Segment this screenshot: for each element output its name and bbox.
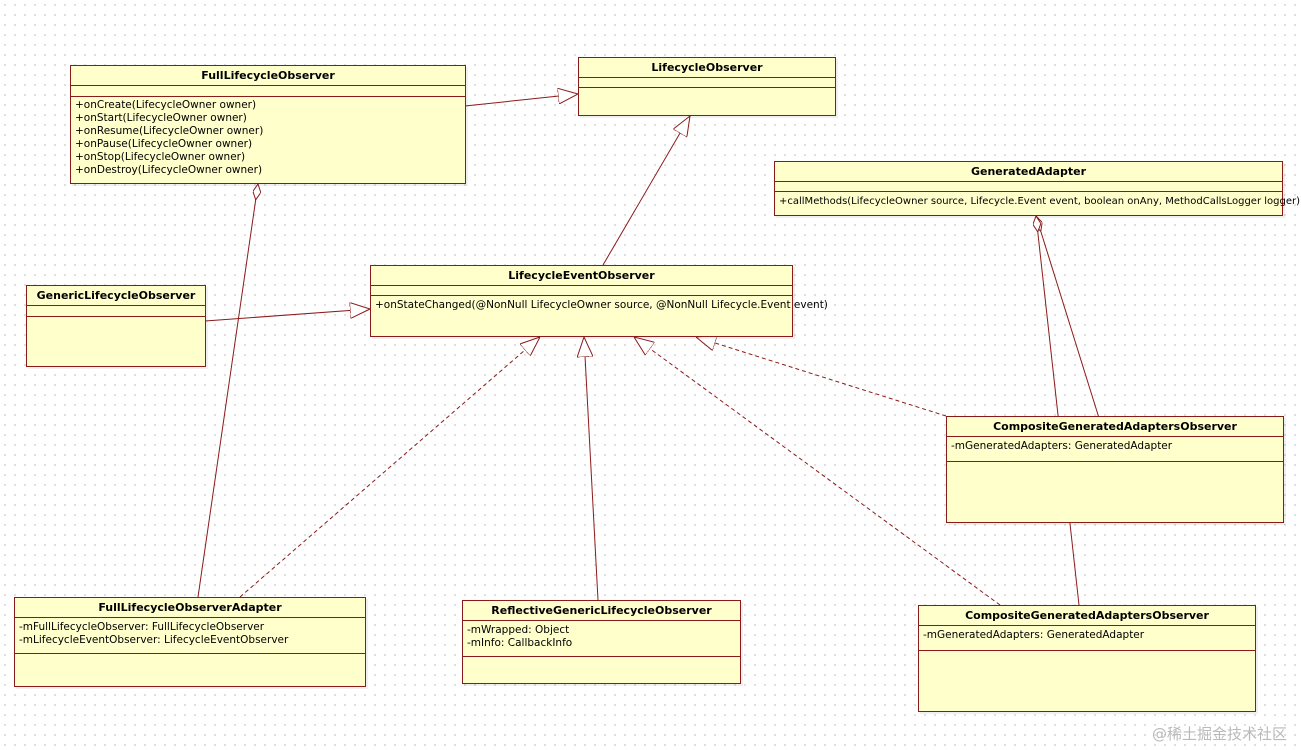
operation-compartment — [919, 651, 1255, 657]
class-generated-adapter[interactable]: GeneratedAdapter +callMethods(LifecycleO… — [774, 161, 1301, 216]
class-name: GeneratedAdapter — [775, 162, 1282, 182]
attribute-mlifecycleeventobserver: -mLifecycleEventObserver: LifecycleEvent… — [19, 634, 289, 646]
operation-onpause: +onPause(LifecycleOwner owner) — [75, 138, 253, 150]
attribute-compartment — [775, 182, 1282, 192]
class-name: LifecycleObserver — [579, 58, 835, 78]
attribute-mgeneratedadapters: -mGeneratedAdapters: GeneratedAdapter — [923, 629, 1145, 641]
operation-compartment — [947, 462, 1283, 468]
attribute-mwrapped: -mWrapped: Object — [467, 624, 570, 636]
realization-fulladapter-to-eventobserver — [239, 337, 540, 598]
operation-onstop: +onStop(LifecycleOwner owner) — [75, 151, 246, 163]
class-lifecycle-event-observer[interactable]: LifecycleEventObserver +onStateChanged(@… — [370, 265, 828, 337]
class-name: ReflectiveGenericLifecycleObserver — [463, 601, 740, 621]
generalization-eventobserver-to-lifecycleobserver — [602, 116, 690, 266]
class-name: FullLifecycleObserverAdapter — [15, 598, 365, 618]
attribute-compartment: -mGeneratedAdapters: GeneratedAdapter — [919, 626, 1255, 651]
generalization-fullobserver-to-lifecycleobserver — [464, 94, 578, 107]
class-name: LifecycleEventObserver — [371, 266, 792, 286]
operation-compartment — [27, 317, 205, 323]
operation-ondestroy: +onDestroy(LifecycleOwner owner) — [75, 164, 263, 176]
attribute-compartment: -mWrapped: Object -mInfo: CallbackInfo — [463, 621, 740, 657]
operation-onstart: +onStart(LifecycleOwner owner) — [75, 112, 247, 124]
operation-callmethods: +callMethods(LifecycleOwner source, Life… — [779, 196, 1301, 207]
attribute-compartment — [579, 78, 835, 88]
operation-compartment: +callMethods(LifecycleOwner source, Life… — [775, 192, 1301, 211]
generalization-generic-to-eventobserver — [204, 309, 370, 322]
class-generic-lifecycle-observer[interactable]: GenericLifecycleObserver — [26, 285, 206, 367]
class-composite-generated-adapters-observer[interactable]: CompositeGeneratedAdaptersObserver -mGen… — [946, 416, 1284, 523]
class-composite-generated-adapters-observer-2[interactable]: CompositeGeneratedAdaptersObserver -mGen… — [918, 605, 1256, 712]
attribute-compartment: -mGeneratedAdapters: GeneratedAdapter — [947, 437, 1283, 462]
class-name: CompositeGeneratedAdaptersObserver — [919, 606, 1255, 626]
watermark-text: @稀土掘金技术社区 — [1151, 725, 1287, 743]
attribute-mfulllifecycleobserver: -mFullLifecycleObserver: FullLifecycleOb… — [19, 621, 265, 633]
aggregation-fulladapter-to-fullobserver — [197, 184, 258, 598]
aggregation-composite1-to-generatedadapter — [1036, 216, 1100, 419]
attribute-compartment — [371, 286, 792, 296]
attribute-mgeneratedadapters: -mGeneratedAdapters: GeneratedAdapter — [951, 440, 1173, 452]
operation-compartment: +onStateChanged(@NonNull LifecycleOwner … — [371, 296, 828, 315]
operation-onresume: +onResume(LifecycleOwner owner) — [75, 125, 264, 137]
operation-onstatechanged: +onStateChanged(@NonNull LifecycleOwner … — [375, 299, 828, 311]
attribute-minfo: -mInfo: CallbackInfo — [467, 637, 573, 649]
class-full-lifecycle-observer[interactable]: FullLifecycleObserver +onCreate(Lifecycl… — [70, 65, 466, 184]
class-name: FullLifecycleObserver — [71, 66, 465, 86]
class-reflective-generic-lifecycle-observer[interactable]: ReflectiveGenericLifecycleObserver -mWra… — [462, 600, 741, 684]
operation-compartment — [15, 654, 365, 660]
generalization-reflective-to-eventobserver — [584, 337, 599, 601]
attribute-compartment: -mFullLifecycleObserver: FullLifecycleOb… — [15, 618, 365, 654]
operation-compartment — [463, 657, 740, 663]
operation-compartment: +onCreate(LifecycleOwner owner) +onStart… — [71, 97, 465, 180]
attribute-compartment — [27, 306, 205, 317]
class-lifecycle-observer[interactable]: LifecycleObserver — [578, 57, 836, 116]
class-name: CompositeGeneratedAdaptersObserver — [947, 417, 1283, 437]
aggregation-composite2-to-generatedadapter — [1036, 216, 1080, 606]
operation-oncreate: +onCreate(LifecycleOwner owner) — [75, 99, 257, 111]
class-full-lifecycle-observer-adapter[interactable]: FullLifecycleObserverAdapter -mFullLifec… — [14, 597, 366, 687]
operation-compartment — [579, 88, 835, 94]
realization-composite2-to-eventobserver — [634, 337, 1001, 606]
class-name: GenericLifecycleObserver — [27, 286, 205, 306]
realization-composite1-to-eventobserver — [696, 337, 947, 417]
attribute-compartment — [71, 86, 465, 97]
